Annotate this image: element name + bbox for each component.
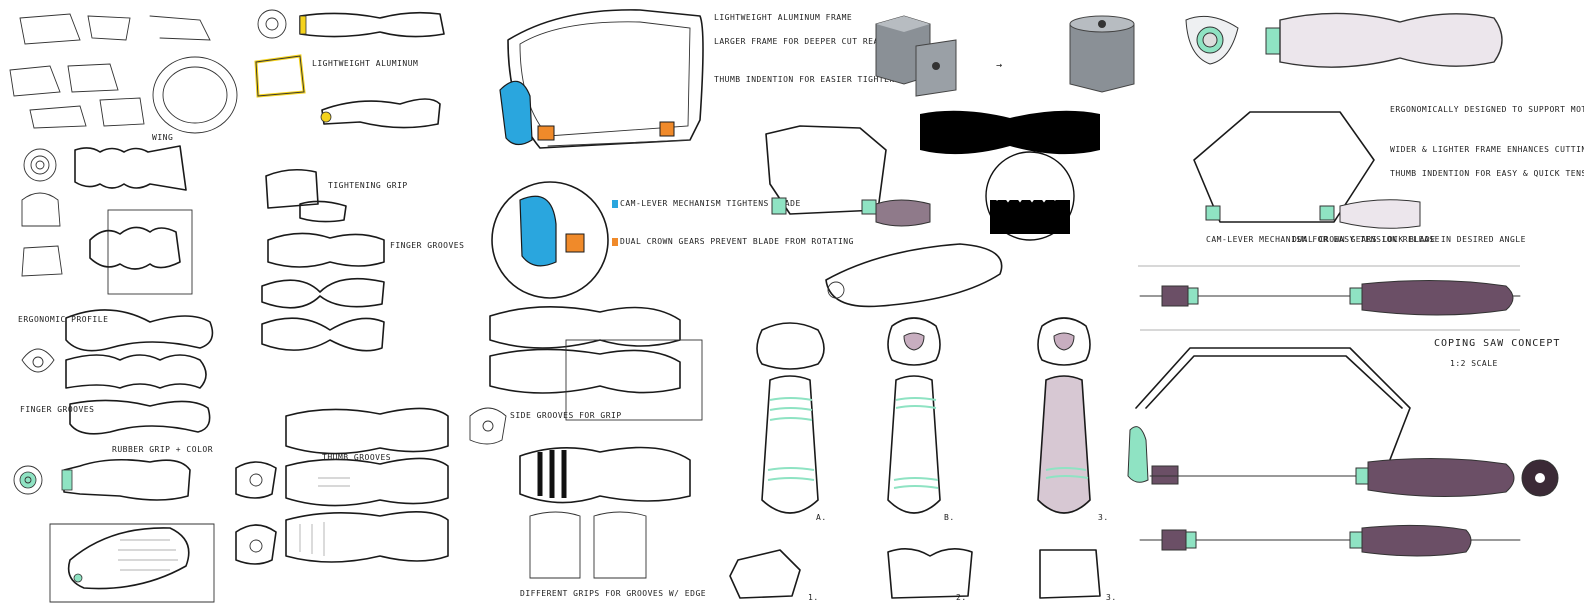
sheet-3-thumb-note: THUMB INDENTION FOR EASIER TIGHTENING (714, 75, 911, 84)
sheet-1-grip-concepts: WING (21, 133, 193, 295)
sheet-2-grip-variants: THUMB GROOVES (235, 407, 449, 565)
sheet-5-scale: 1:2 SCALE (1450, 359, 1498, 368)
sheet-2-frame-and-handle: TIGHTENING GRIP FINGER GROOVES (261, 168, 464, 352)
sheet-1-ergonomic-grips: ERGONOMIC PROFILE FINGER GROOVES (18, 309, 214, 435)
sheet-3-bottom-note: DIFFERENT GRIPS FOR GROOVES W/ EDGE (520, 589, 706, 598)
sheet-2-finger-label: FINGER GROOVES (390, 241, 464, 250)
sheet-3-side-note: SIDE GROOVES FOR GRIP (510, 411, 622, 420)
sheet-5-frame-annotations: ERGONOMICALLY DESIGNED TO SUPPORT MOTION… (1193, 105, 1584, 244)
view-b-label: B. (944, 513, 955, 522)
frame-2-label: 2. (956, 593, 967, 602)
frame-3-label: 3. (1106, 593, 1117, 602)
sheet-5-technical-drawing: COPING SAW CONCEPT 1:2 SCALE (1127, 265, 1560, 557)
sheet-2-top-sketches: LIGHTWEIGHT ALUMINUM (254, 9, 445, 129)
sheet-3-cam-frame: LIGHTWEIGHT ALUMINUM FRAME LARGER FRAME … (499, 9, 911, 149)
sheet-3-crown-note: DUAL CROWN GEARS PREVENT BLADE FROM ROTA… (620, 237, 854, 246)
sheet-1-wing-label: WING (152, 133, 173, 142)
sheet-5-wider-note: WIDER & LIGHTER FRAME ENHANCES CUTTING D… (1390, 145, 1584, 154)
sheet-2-tightening-label: TIGHTENING GRIP (328, 181, 408, 190)
view-c-label: 3. (1098, 513, 1109, 522)
sheet-5-ergo-note: ERGONOMICALLY DESIGNED TO SUPPORT MOTION… (1390, 105, 1584, 114)
sheet-1-rubber-grip: RUBBER GRIP + COLOR (13, 445, 215, 603)
sheet-5-title: COPING SAW CONCEPT (1434, 338, 1560, 349)
sheet-1-finger-label: FINGER GROOVES (20, 405, 94, 414)
sheet-3-cam-note: CAM-LEVER MECHANISM TIGHTENS BLADE (620, 199, 801, 208)
sheet-4-frame-render (765, 125, 1003, 308)
sheet-5-cam-note: CAM-LEVER MECHANISM FOR EASY TENSION REL… (1206, 235, 1440, 244)
sheet-3-handle-sketches: SIDE GROOVES FOR GRIP DIFFERENT GRIPS FO… (469, 306, 706, 598)
sheet-2-thumb-label: THUMB GROOVES (322, 453, 391, 462)
sheet-5-crown-note: DUAL CROWN GEARS LOCK BLADE IN DESIRED A… (1292, 235, 1526, 244)
sheet-4-cad-parts: → (875, 15, 1135, 97)
cad-arrow: → (996, 60, 1003, 71)
sheet-2-lightweight-label: LIGHTWEIGHT ALUMINUM (312, 59, 418, 68)
sheet-1-frame-thumbnails (9, 13, 238, 134)
view-a-label: A. (816, 513, 827, 522)
frame-1-label: 1. (808, 593, 819, 602)
sheet-5-thumb-note: THUMB INDENTION FOR EASY & QUICK TENSION… (1390, 169, 1584, 178)
sheet-3-larger-note: LARGER FRAME FOR DEEPER CUT REACH (714, 37, 889, 46)
sheet-5-render (1185, 12, 1503, 68)
sheet-1-rubber-label: RUBBER GRIP + COLOR (112, 445, 213, 454)
sheet-4-frame-options: 1. 2. 3. (729, 548, 1117, 602)
sheet-4-handle-views: A. B. 3. (756, 317, 1109, 522)
sheet-3-frame-note: LIGHTWEIGHT ALUMINUM FRAME (714, 13, 852, 22)
sheet-3-cam-detail: CAM-LEVER MECHANISM TIGHTENS BLADE DUAL … (491, 181, 854, 299)
sheet-4-silhouette (920, 110, 1100, 241)
sheet-1-profile-label: ERGONOMIC PROFILE (18, 315, 108, 324)
